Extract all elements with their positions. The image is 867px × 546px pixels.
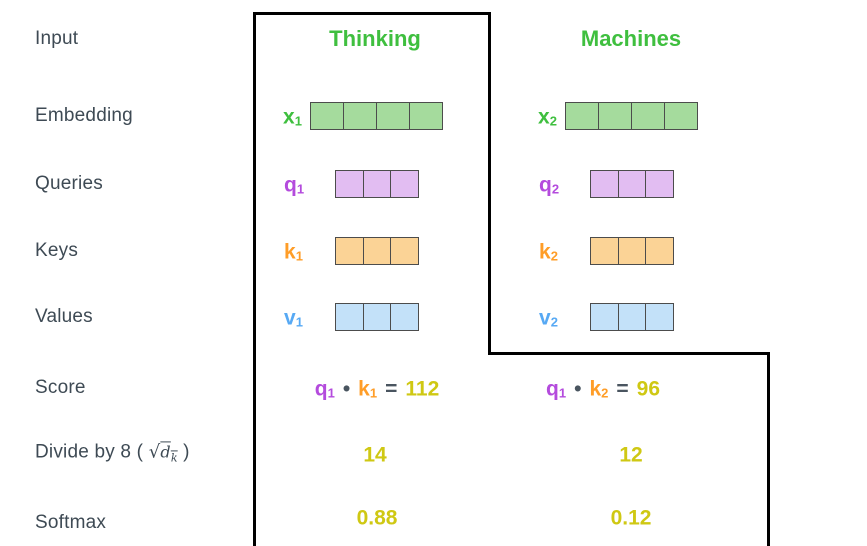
vector-cell: [362, 171, 391, 197]
score-result: 112: [405, 377, 440, 401]
vector-cell: [617, 304, 646, 330]
v2-label: v2: [539, 306, 558, 330]
row-label-keys: Keys: [35, 240, 79, 261]
score-q1k1: q1 • k1 = 112: [315, 379, 440, 400]
row-label-input: Input: [35, 28, 79, 49]
token-header-thinking: Thinking: [329, 26, 421, 51]
divide-prefix: Divide by 8 (: [35, 441, 149, 463]
v1-value-vector: [335, 303, 419, 331]
vector-cell: [362, 238, 391, 264]
vector-cell: [376, 103, 409, 129]
vector-cell: [362, 304, 391, 330]
vector-cell: [598, 103, 631, 129]
vector-cell: [336, 171, 363, 197]
divided-value-machines: 12: [619, 443, 643, 467]
v2-value-vector: [590, 303, 674, 331]
dot-operator: •: [574, 377, 582, 401]
divided-value-thinking: 14: [363, 443, 387, 467]
score-result: 96: [636, 377, 660, 401]
vector-cell: [390, 171, 419, 197]
vector-cell: [390, 304, 419, 330]
q2-label: q2: [539, 173, 560, 197]
vector-cell: [617, 238, 646, 264]
row-label-queries: Queries: [35, 173, 103, 194]
x2-label: x2: [538, 105, 557, 129]
k2-label: k2: [539, 240, 558, 264]
equals-sign: =: [385, 377, 398, 401]
row-label-divide: Divide by 8 ( √dk ): [35, 441, 190, 464]
q1-label: q1: [284, 173, 305, 197]
vector-cell: [311, 103, 343, 129]
vector-cell: [664, 103, 697, 129]
v1-label: v1: [284, 306, 303, 330]
row-label-embedding: Embedding: [35, 105, 133, 126]
divide-suffix: ): [177, 441, 190, 463]
score-k-term: k1: [358, 377, 378, 401]
vector-cell: [343, 103, 376, 129]
q1-query-vector: [335, 170, 419, 198]
k1-label: k1: [284, 240, 303, 264]
x2-embedding-vector: [565, 102, 698, 130]
vector-cell: [336, 304, 363, 330]
k2-key-vector: [590, 237, 674, 265]
vector-cell: [645, 238, 674, 264]
score-q1k2: q1 • k2 = 96: [546, 379, 660, 400]
dk-radicand: dk: [160, 442, 178, 465]
vector-cell: [566, 103, 598, 129]
token-header-machines: Machines: [580, 26, 682, 51]
vector-cell: [591, 304, 618, 330]
vector-cell: [336, 238, 363, 264]
equals-sign: =: [616, 377, 629, 401]
k1-key-vector: [335, 237, 419, 265]
x1-label: x1: [283, 105, 302, 129]
score-q-term: q1: [546, 377, 567, 401]
row-label-score: Score: [35, 377, 86, 398]
vector-cell: [617, 171, 646, 197]
vector-cell: [631, 103, 664, 129]
vector-cell: [591, 238, 618, 264]
vector-cell: [409, 103, 442, 129]
vector-cell: [645, 171, 674, 197]
score-q-term: q1: [314, 377, 335, 401]
score-k-term: k2: [589, 377, 609, 401]
dot-operator: •: [342, 377, 351, 401]
vector-cell: [591, 171, 618, 197]
softmax-value-machines: 0.12: [610, 506, 652, 530]
row-label-values: Values: [35, 306, 93, 327]
sqrt-symbol: √: [148, 441, 161, 463]
x1-embedding-vector: [310, 102, 443, 130]
q2-query-vector: [590, 170, 674, 198]
vector-cell: [390, 238, 419, 264]
vector-cell: [645, 304, 674, 330]
row-label-softmax: Softmax: [35, 512, 107, 533]
softmax-value-thinking: 0.88: [356, 506, 398, 530]
